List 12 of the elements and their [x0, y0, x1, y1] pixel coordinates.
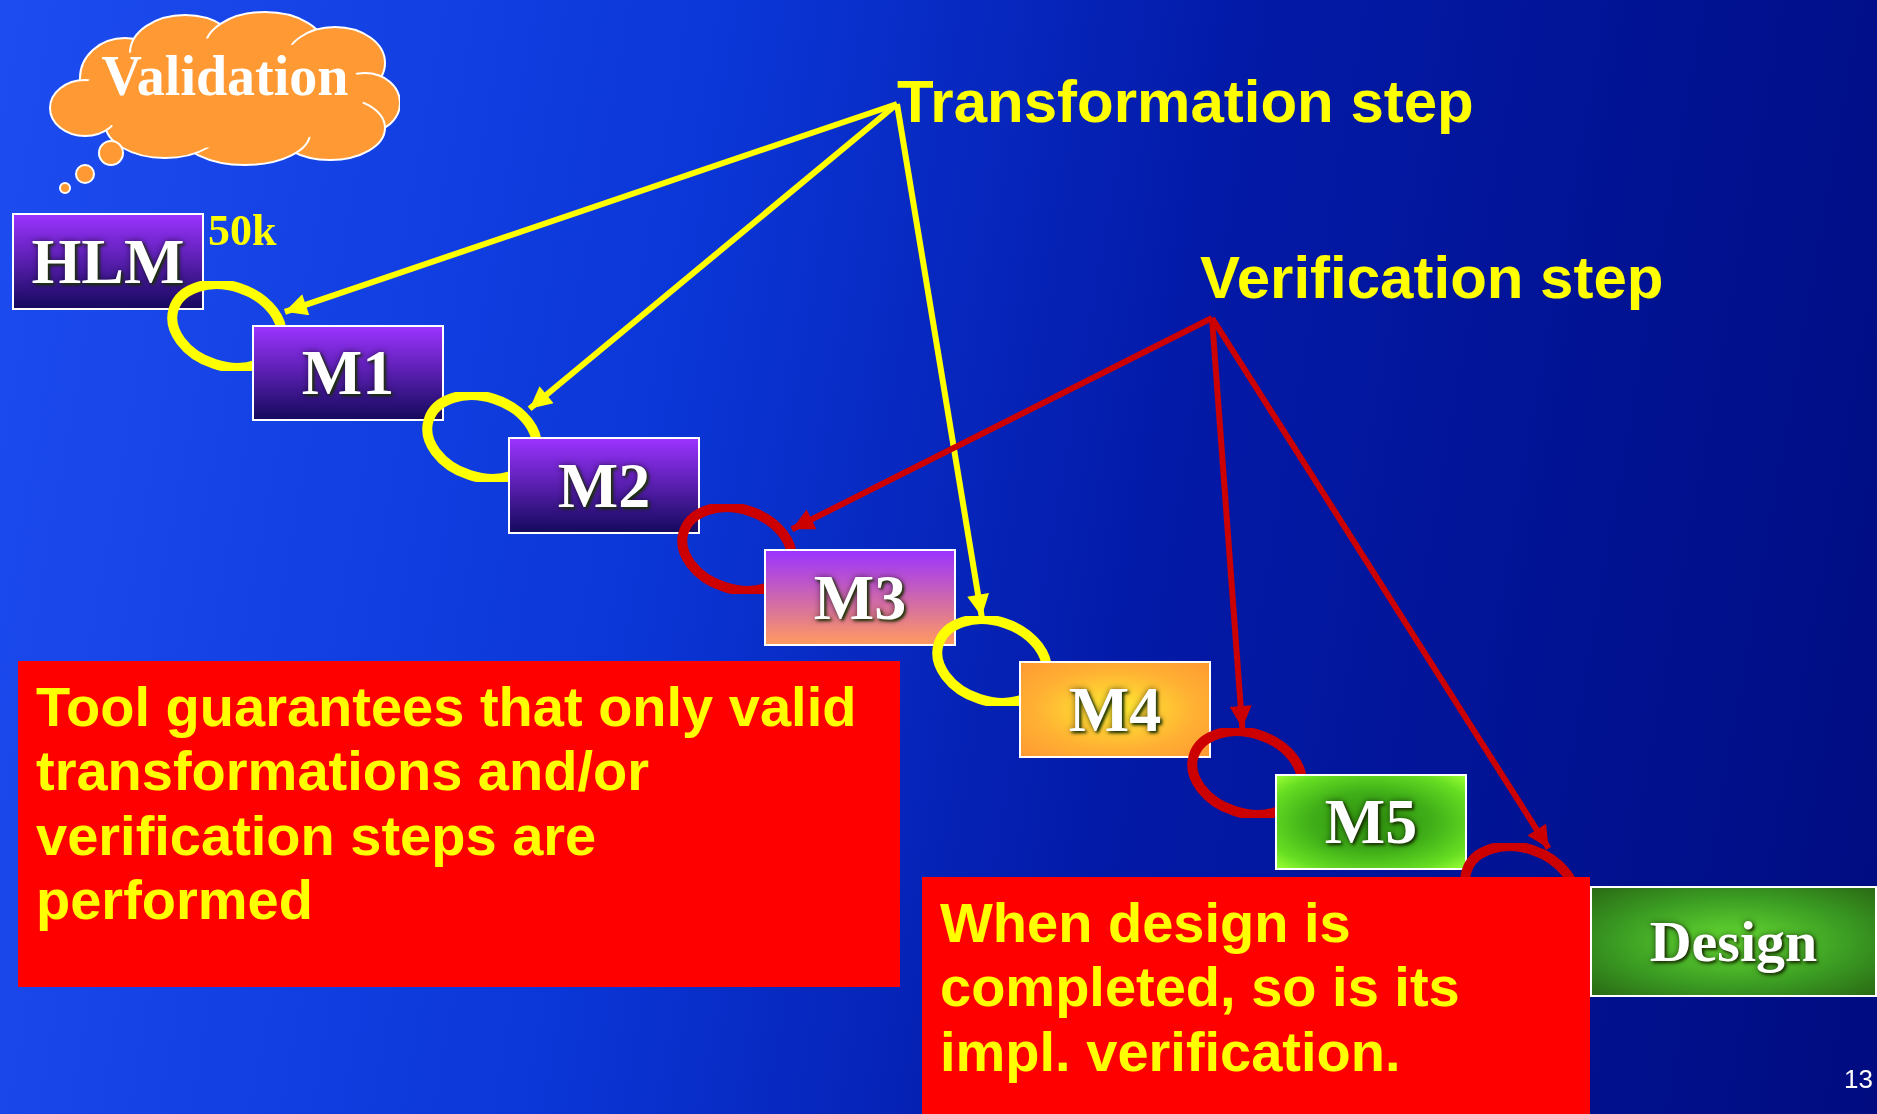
box-label: M2 [557, 453, 651, 518]
box-label: M1 [301, 341, 395, 405]
box-label: Design [1649, 912, 1818, 971]
box-label: M4 [1068, 677, 1162, 742]
box-label: HLM [31, 229, 185, 294]
note-text: When design is completed, so is its impl. verification. [940, 891, 1461, 1085]
size-label: 50k [208, 209, 277, 253]
box-label: M3 [813, 565, 907, 630]
cloud-label: Validation [100, 48, 350, 104]
note-text: Tool guarantees that only valid transformations and/or verification steps are performed [36, 675, 858, 933]
box-label: M5 [1324, 790, 1418, 854]
page-number: 13 [1844, 1066, 1873, 1092]
